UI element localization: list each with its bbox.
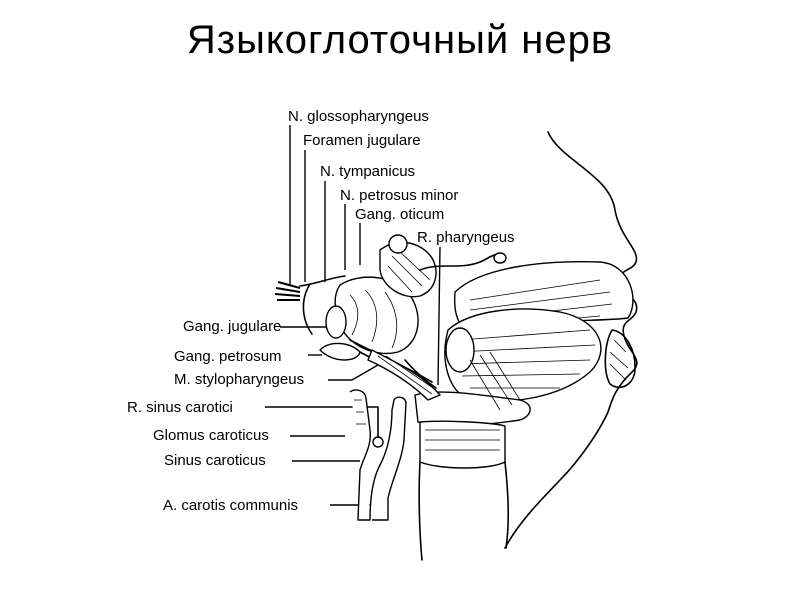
label-a-carotis-communis: A. carotis communis — [163, 497, 298, 514]
skull-base — [274, 234, 507, 401]
label-glossopharyngeus: N. glossopharyngeus — [288, 108, 429, 125]
tongue — [444, 261, 634, 403]
label-tympanicus: N. tympanicus — [320, 163, 415, 180]
label-m-stylopharyngeus: M. stylopharyngeus — [174, 371, 304, 388]
label-foramen-jugulare: Foramen jugulare — [303, 132, 421, 149]
pharynx — [414, 351, 531, 561]
carotid-artery — [349, 389, 407, 521]
slide-title: Языкоглоточный нерв — [186, 18, 614, 62]
label-petrosus-minor: N. petrosus minor — [340, 187, 458, 204]
face-profile — [504, 131, 638, 549]
label-sinus-caroticus: Sinus caroticus — [164, 452, 266, 469]
label-gang-jugulare: Gang. jugulare — [183, 318, 281, 335]
label-gang-oticum: Gang. oticum — [355, 206, 444, 223]
label-glomus-caroticus: Glomus caroticus — [153, 427, 269, 444]
label-r-sinus-carotici: R. sinus carotici — [127, 399, 233, 416]
label-r-pharyngeus: R. pharyngeus — [417, 229, 515, 246]
label-gang-petrosum: Gang. petrosum — [174, 348, 282, 365]
